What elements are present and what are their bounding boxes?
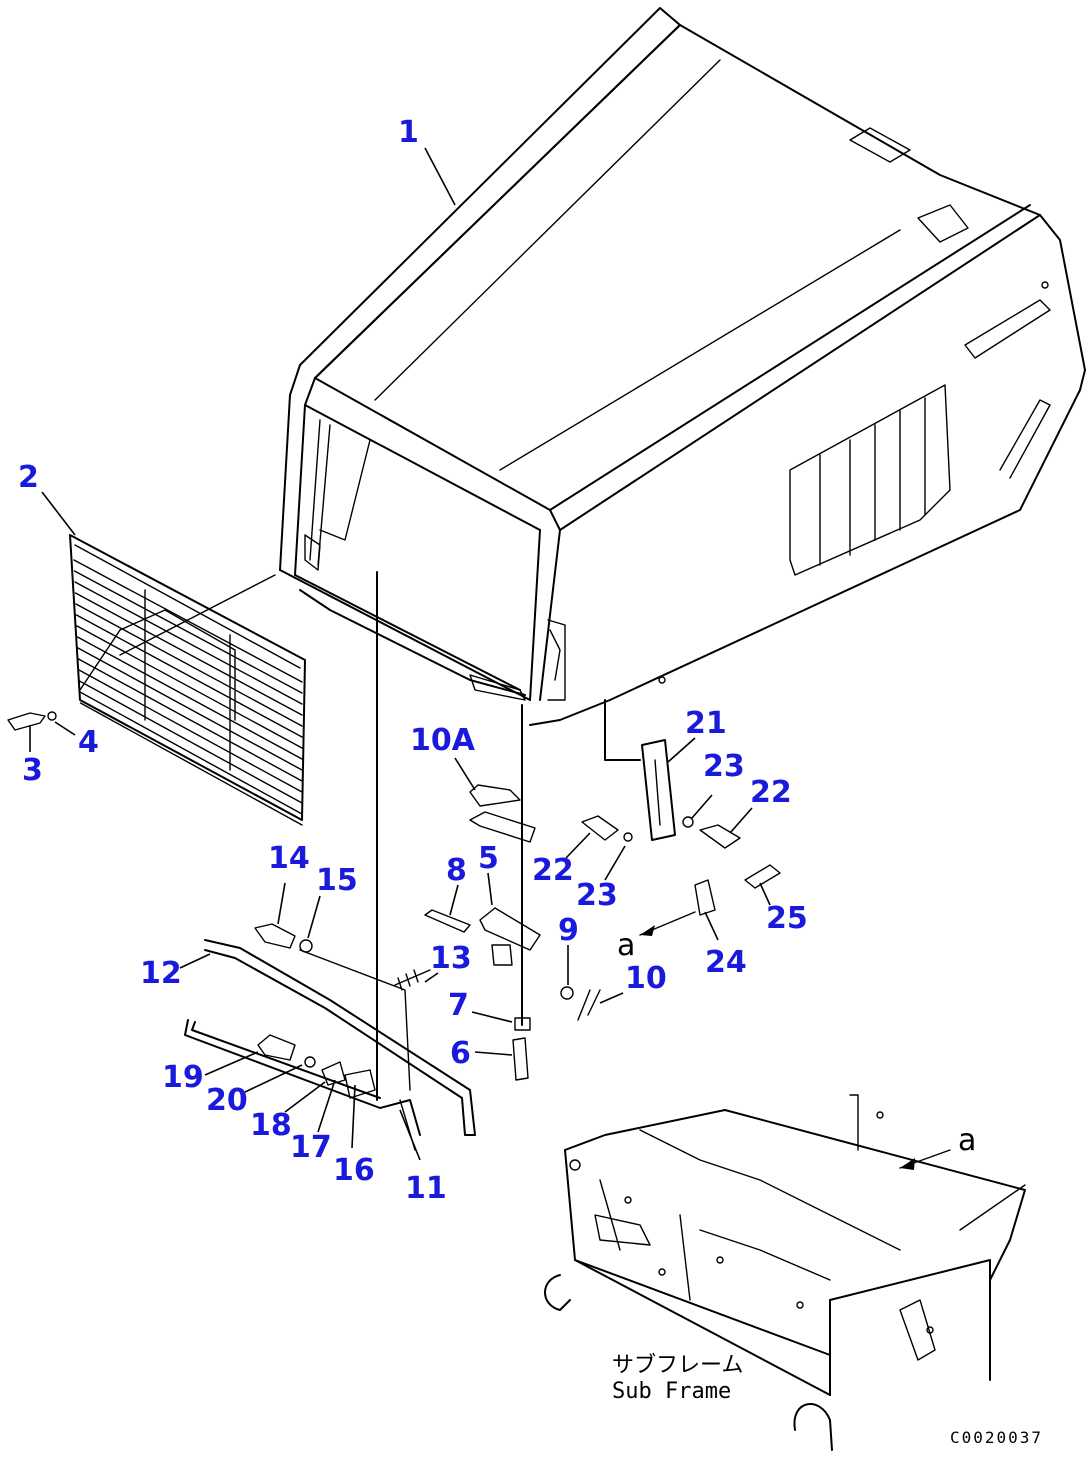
sub-frame-drawing: [544, 1094, 1026, 1451]
callout-6: 6: [450, 1036, 471, 1071]
callout-15: 15: [316, 863, 358, 898]
callout-13: 13: [430, 941, 472, 976]
subframe-label-en: Sub Frame: [612, 1379, 731, 1404]
grille-slat: [79, 691, 303, 815]
callout-18: 18: [250, 1108, 292, 1143]
grille-slat: [77, 647, 303, 771]
callout-23a: 23: [576, 878, 618, 913]
grille-slat: [73, 570, 303, 694]
callout-7: 7: [448, 988, 469, 1023]
front-grille-drawing: [7, 534, 306, 826]
leader-lines: [29, 147, 771, 1161]
callout-10a: 10A: [410, 723, 476, 758]
callout-22a: 22: [532, 853, 574, 888]
callout-19: 19: [162, 1060, 204, 1095]
grille-slat: [76, 625, 303, 749]
callout-16: 16: [333, 1153, 375, 1188]
callout-10: 10: [625, 961, 667, 996]
callout-1: 1: [398, 115, 419, 150]
grille-slat: [74, 581, 303, 705]
callout-23b: 23: [703, 749, 745, 784]
linkage-parts-drawing: [184, 571, 781, 1151]
callout-4: 4: [78, 725, 99, 760]
grille-slat: [76, 636, 303, 760]
callout-20: 20: [206, 1083, 248, 1118]
callout-11: 11: [405, 1171, 447, 1206]
callout-21: 21: [685, 706, 727, 741]
grille-slat: [78, 669, 303, 793]
grille-slat: [73, 559, 303, 683]
callout-17: 17: [290, 1130, 332, 1165]
cab-hood-drawing: [279, 7, 1086, 761]
grille-slat: [74, 592, 303, 716]
grille-slat: [75, 603, 303, 727]
callout-14: 14: [268, 841, 310, 876]
view-mark-lower: a: [958, 1123, 976, 1158]
callout-2: 2: [18, 460, 39, 495]
callout-22b: 22: [750, 775, 792, 810]
grille-slat: [79, 702, 303, 826]
view-mark-upper: a: [617, 928, 635, 963]
callout-labels: 1 2 3 4 5 6 7 8 9 10 10A 11 12 13 14 15 …: [18, 115, 808, 1206]
callout-9: 9: [558, 913, 579, 948]
callout-5: 5: [478, 841, 499, 876]
callout-12: 12: [140, 956, 182, 991]
drawing-code: C0020037: [950, 1428, 1043, 1447]
subframe-label-jp: サブフレーム: [612, 1353, 743, 1378]
grille-slat: [75, 614, 303, 738]
grille-slat: [77, 658, 303, 782]
callout-3: 3: [22, 753, 43, 788]
callout-24: 24: [705, 945, 747, 980]
callout-8: 8: [446, 853, 467, 888]
grille-slat: [78, 680, 303, 804]
callout-25: 25: [766, 901, 808, 936]
